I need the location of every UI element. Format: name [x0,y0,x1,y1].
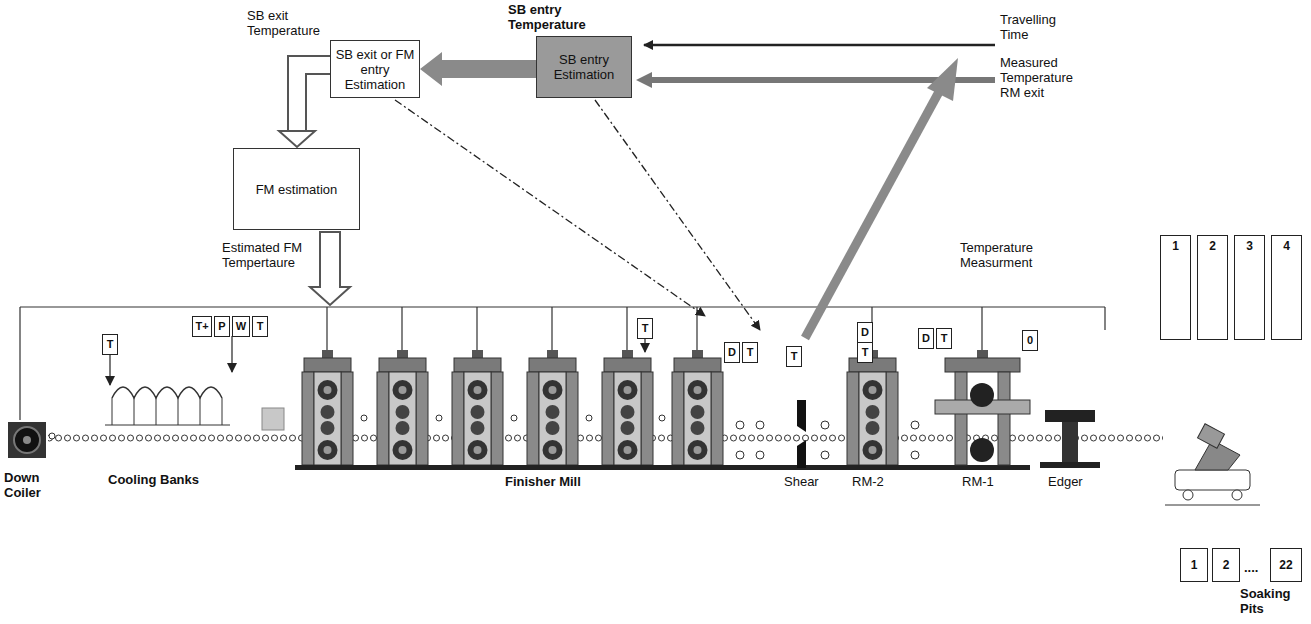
node-text: 3 [1246,239,1253,253]
soaking-pit: 1 [1160,235,1191,340]
soaking-pit: 3 [1234,235,1265,340]
node-text: 1 [1172,239,1179,253]
estimation-box: SB entry Estimation [536,36,632,98]
node-text: T [862,346,869,359]
node-text: 2 [1223,558,1230,572]
sensor-box: T [252,316,268,337]
sensor-box: D [724,342,740,363]
sensor-box: D [918,328,934,349]
node-text: 2 [1209,239,1216,253]
plant-label: Temperature Measurment [960,240,1080,270]
sensor-box: T+ [192,316,212,337]
node-text: FM estimation [256,182,338,197]
sensor-box: D [857,322,873,343]
estimation-box: SB exit or FM entry Estimation [330,40,420,98]
node-text: T [107,338,114,351]
estimation-box: FM estimation [233,148,360,230]
soaking-pit: 1 [1180,548,1208,582]
node-text: 1 [1191,558,1198,572]
node-text: W [236,320,246,333]
soaking-pit: 2 [1212,548,1240,582]
sensor-box: P [214,316,230,337]
plant-label: .... [1244,560,1270,575]
node-text: 22 [1279,558,1292,572]
plant-label: Measured Temperature RM exit [1000,55,1090,100]
temperature-arrow [279,65,332,147]
sensor-box: T [637,318,653,339]
sensor-box: T [742,342,758,363]
sensor-box: T [786,346,802,367]
node-text: P [218,320,225,333]
node-text: T [642,322,649,335]
plant-label: Edger [1048,474,1098,489]
sensor-box: T [936,328,952,349]
plant-label: RM-1 [962,474,1012,489]
edge-label: SB exit Temperature [247,8,327,38]
soaking-pit: 2 [1197,235,1228,340]
plant-label: RM-2 [852,474,902,489]
temperature-arrow [420,52,536,86]
node-text: SB exit or FM entry Estimation [334,47,416,92]
node-text: T+ [195,320,208,333]
sensor-box: W [232,316,250,337]
node-text: D [861,326,869,339]
node-text: D [728,346,736,359]
plant-label: Down Coiler [4,470,64,500]
sensor-box: T [102,334,118,355]
plant-label: Shear [784,474,834,489]
node-text: T [941,332,948,345]
node-text: 4 [1283,239,1290,253]
plant-label: Travelling Time [1000,12,1070,42]
node-text: T [747,346,754,359]
node-text: SB entry Estimation [540,52,628,82]
node-text: T [791,350,798,363]
sensor-box: 0 [1022,330,1038,351]
plant-label: Estimated FM Tempertaure [222,240,314,270]
plant-label: Soaking Pits [1240,586,1306,616]
edge-label: SB entry Temperature [508,2,600,32]
plant-label: Finisher Mill [505,474,625,489]
node-text: 0 [1027,334,1033,347]
soaking-pit: 4 [1271,235,1302,340]
soaking-pit: 22 [1270,548,1302,582]
node-text: D [922,332,930,345]
node-text: T [257,320,264,333]
sensor-box: T [857,342,873,363]
plant-label: Cooling Banks [108,472,218,487]
